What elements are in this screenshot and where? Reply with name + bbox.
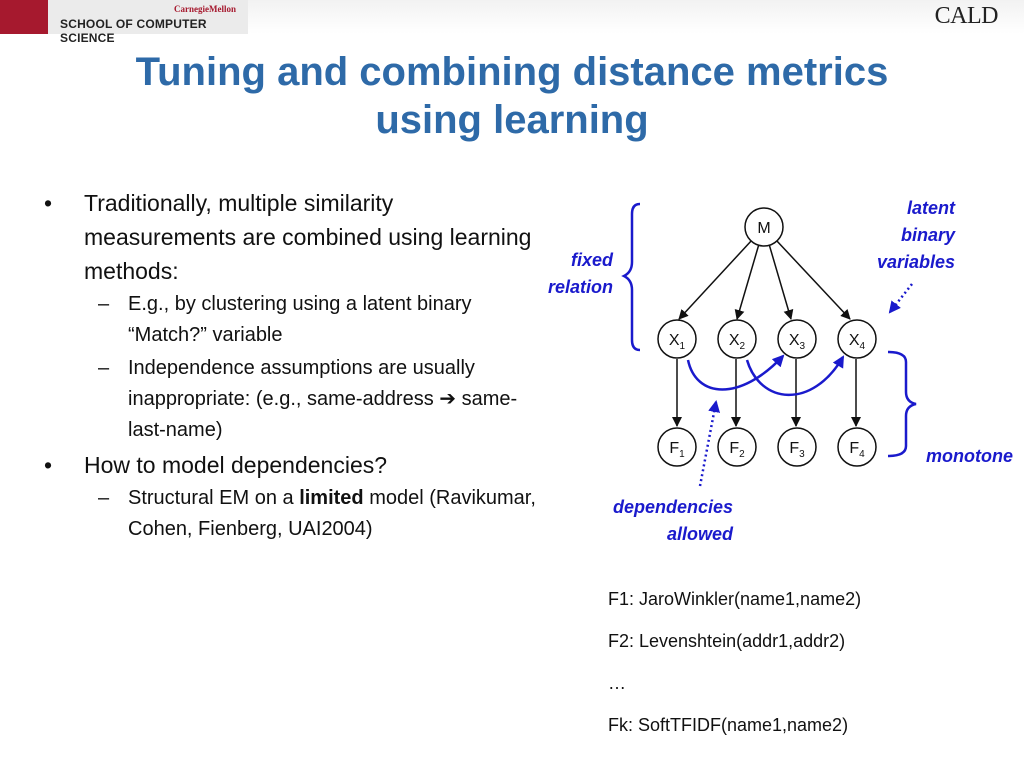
annotation-dependencies: dependencies	[613, 497, 733, 517]
formula-f2: F2: Levenshtein(addr1,addr2)	[608, 631, 846, 651]
sub-bullet-pre: Structural EM on a	[128, 487, 300, 509]
dependency-curve-1	[686, 354, 785, 391]
bullet-item: • Traditionally, multiple similarity mea…	[42, 186, 542, 288]
node-f4-subscript: 4	[859, 449, 865, 460]
cmu-wordmark: CarnegieMellon	[174, 4, 236, 14]
node-x3: X3	[777, 319, 817, 359]
node-f1-label: F	[669, 440, 679, 457]
latent-pointer-dotted-arrow	[888, 283, 913, 314]
annotation-fixed: fixed	[571, 250, 614, 270]
node-x4-label: X	[849, 332, 860, 349]
sub-bullet-dash: –	[98, 293, 110, 315]
node-x4-subscript: 4	[860, 341, 866, 352]
node-x2: X2	[717, 319, 757, 359]
node-x2-subscript: 2	[740, 341, 746, 352]
svg-text:X4: X4	[849, 332, 866, 352]
svg-text:X2: X2	[729, 332, 746, 352]
node-f2-subscript: 2	[739, 449, 745, 460]
dependency-pointer-dotted-arrow	[698, 400, 721, 487]
cald-logo-text: CALD	[934, 3, 999, 29]
formula-fk: Fk: SoftTFIDF(name1,name2)	[608, 715, 849, 735]
edge-m-x2	[734, 243, 760, 320]
node-m: M	[744, 207, 784, 247]
bullet-text: How to model dependencies?	[84, 452, 388, 478]
node-x3-label: X	[789, 332, 800, 349]
formula-ellipsis: …	[608, 673, 626, 693]
bullet-dot: •	[44, 190, 53, 216]
annotation-latent: latent	[907, 198, 956, 218]
node-f1-subscript: 1	[679, 449, 685, 460]
annotation-binary: binary	[901, 225, 956, 245]
edge-m-x3	[768, 243, 794, 320]
formula-list: F1: JaroWinkler(name1,name2) F2: Levensh…	[608, 588, 861, 756]
cmu-logo: CarnegieMellon SCHOOL OF COMPUTER SCIENC…	[48, 0, 248, 45]
sub-bullet-item: – Structural EM on a limited model (Ravi…	[42, 483, 542, 545]
sub-bullet-bold: limited	[299, 487, 364, 509]
bullet-list: • Traditionally, multiple similarity mea…	[42, 186, 542, 547]
node-f2-label: F	[729, 440, 739, 457]
slide-title: Tuning and combining distance metrics us…	[40, 48, 984, 144]
edge-m-x1	[678, 239, 753, 320]
svg-text:F2: F2	[729, 440, 745, 460]
annotation-relation: relation	[548, 277, 613, 297]
svg-text:F4: F4	[849, 440, 865, 460]
sub-bullet-dash: –	[98, 357, 110, 379]
node-x4: X4	[837, 319, 877, 359]
bullet-dot: •	[44, 452, 53, 478]
formula-f1: F1: JaroWinkler(name1,name2)	[608, 589, 862, 609]
annotation-variables: variables	[877, 252, 955, 272]
dependency-curve-2	[745, 355, 845, 396]
sub-bullet-text: Structural EM on a limited model (Raviku…	[128, 487, 536, 540]
node-x1-label: X	[669, 332, 680, 349]
monotone-brace	[887, 350, 917, 458]
bullet-item: • How to model dependencies?	[42, 448, 542, 482]
sub-bullet-item: – E.g., by clustering using a latent bin…	[42, 289, 542, 351]
cmu-logo-red-block	[0, 0, 48, 34]
node-f4-label: F	[849, 440, 859, 457]
node-f3-label: F	[789, 440, 799, 457]
sub-bullet-post: model (Ravikumar, Cohen, Fienberg, UAI20…	[128, 487, 536, 540]
node-f3-subscript: 3	[799, 449, 805, 460]
cald-logo: CALD	[934, 3, 999, 30]
edge-m-x4	[775, 239, 851, 320]
svg-text:X3: X3	[789, 332, 806, 352]
sub-bullet-item: – Independence assumptions are usually i…	[42, 353, 542, 446]
sub-bullet-dash: –	[98, 487, 110, 509]
svg-text:F1: F1	[669, 440, 685, 460]
svg-text:X1: X1	[669, 332, 686, 352]
fixed-relation-brace	[621, 202, 641, 352]
school-name: SCHOOL OF COMPUTER SCIENCE	[60, 17, 207, 45]
node-f4: F4	[837, 427, 877, 467]
node-m-label: M	[757, 220, 770, 237]
node-x3-subscript: 3	[800, 341, 806, 352]
node-x2-label: X	[729, 332, 740, 349]
annotation-allowed: allowed	[667, 524, 734, 544]
node-x1: X1	[657, 319, 697, 359]
annotation-monotone: monotone	[926, 446, 1013, 466]
svg-text:F3: F3	[789, 440, 805, 460]
node-x1-subscript: 1	[680, 341, 686, 352]
node-f1: F1	[657, 427, 697, 467]
bullet-text: Traditionally, multiple similarity measu…	[84, 190, 532, 284]
node-f2: F2	[717, 427, 757, 467]
title-line-2: using learning	[375, 98, 649, 142]
node-f3: F3	[777, 427, 817, 467]
title-line-1: Tuning and combining distance metrics	[135, 50, 889, 94]
sub-bullet-text: E.g., by clustering using a latent binar…	[128, 293, 472, 346]
sub-bullet-text: Independence assumptions are usually ina…	[128, 357, 518, 441]
